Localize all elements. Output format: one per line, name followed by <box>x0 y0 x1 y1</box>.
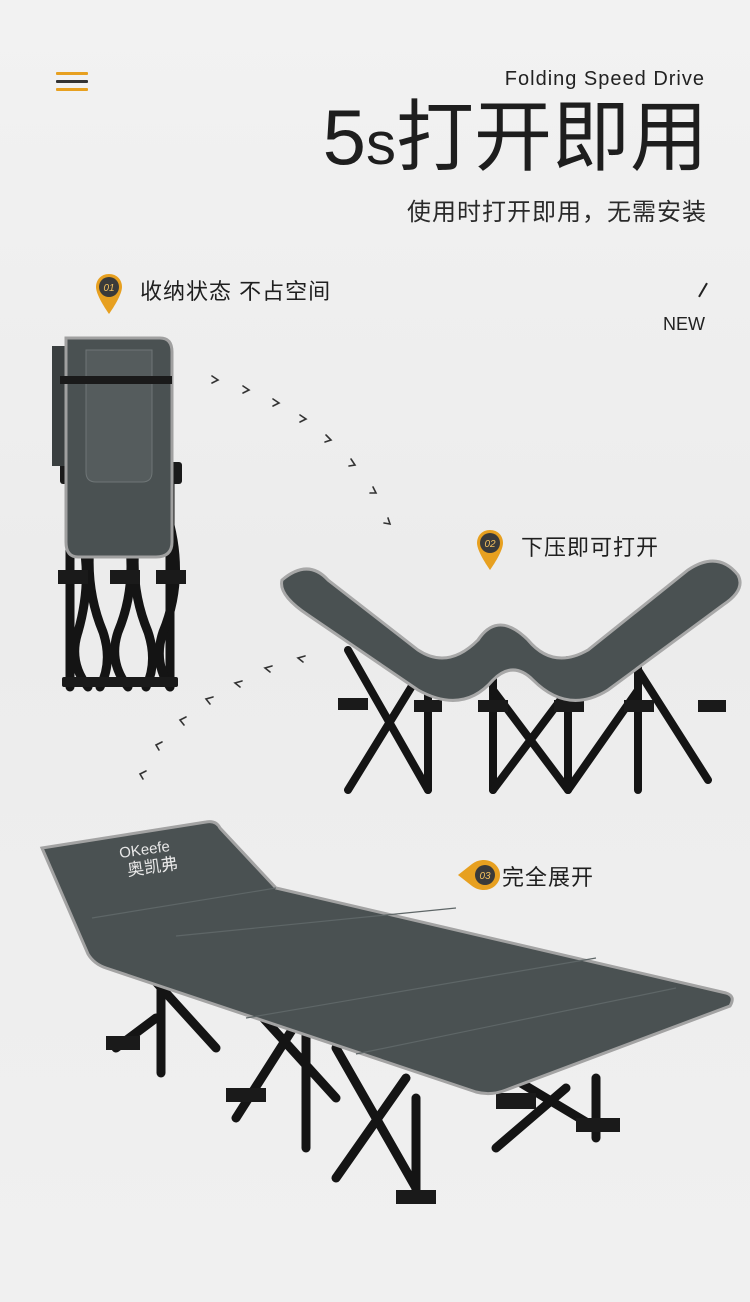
headline-unit: s <box>365 110 396 177</box>
step-number: 01 <box>103 283 114 294</box>
headline: 5s打开即用 <box>323 98 708 176</box>
step-03: 03 完全展开 <box>456 858 594 894</box>
step-number: 03 <box>479 871 491 882</box>
brand-latin: OKeefe <box>118 838 171 862</box>
open-cot-illustration: OKeefe 奥凯弗 <box>39 820 734 1204</box>
headline-number: 5 <box>322 93 366 181</box>
step-label: 收纳状态 不占空间 <box>140 279 332 304</box>
tagline: 使用时打开即用，无需安装 <box>407 199 707 226</box>
menu-icon[interactable] <box>56 72 88 92</box>
location-pin-icon: 01 <box>94 272 130 314</box>
headline-text: 打开即用 <box>395 93 708 181</box>
step-label: 下压即可打开 <box>521 535 660 560</box>
folded-cot-illustration <box>52 336 186 692</box>
step-number: 02 <box>484 539 496 550</box>
location-pin-icon: 03 <box>456 858 500 894</box>
step-02: 02 下压即可打开 <box>475 528 660 570</box>
half-open-cot-illustration <box>280 559 742 794</box>
step-01: 01 收纳状态 不占空间 <box>94 272 332 314</box>
step-label: 完全展开 <box>502 865 595 890</box>
subtitle-english: Folding Speed Drive <box>504 68 705 90</box>
new-badge: NEW <box>663 314 705 334</box>
location-pin-icon: 02 <box>475 528 511 570</box>
